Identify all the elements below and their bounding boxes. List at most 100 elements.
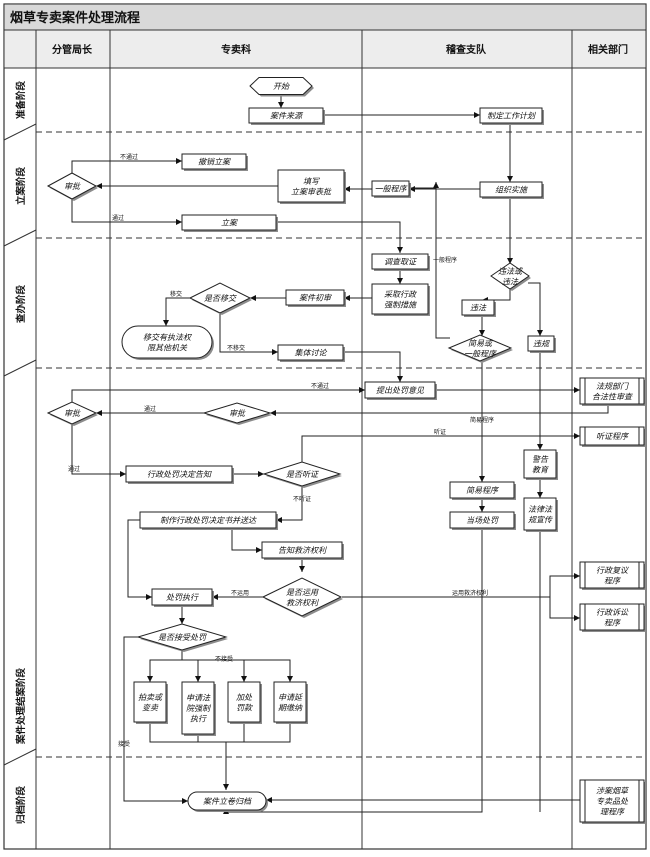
arrow-approve1-to-revoke [71,158,182,175]
node-opinion[interactable]: 提出处罚意见 [364,381,437,400]
node-label-case_source: 案件来源 [270,112,304,121]
node-archive[interactable]: 案件立卷归档 [187,791,268,812]
decision-approve3[interactable]: 审批 [46,401,98,426]
arrow-approve3-not-pass [71,387,365,402]
node-label-investigate: 调查取证 [384,258,418,267]
edge-label-general_proc_lbl: 一般程序 [433,256,457,264]
node-prelim_review[interactable]: 案件初审 [285,289,346,307]
node-label-org_impl: 组织实施 [495,186,529,195]
edge-label-not_transfer: 不移交 [227,344,245,352]
process-legal_review[interactable]: 法规部门合法性审查 [579,377,646,406]
arrow-approve1-to-file [71,199,182,225]
node-transfer_box[interactable]: 移交有执法权限其他机关 [121,325,214,360]
arrow-approve3-to-notice [71,424,126,477]
node-label-inform_rights: 告知救济权利 [278,546,327,555]
shapes: 开始案件来源制定工作计划组织实施一般程序填写立案审表批审批撤销立案立案调查取证违… [46,77,646,824]
arrow-accept-to-archive [123,636,188,804]
node-label-postpone: 申请延期缴纳 [278,693,304,713]
node-inform_rights[interactable]: 告知救济权利 [261,541,344,560]
node-investigate[interactable]: 调查取证 [371,253,430,271]
stage-investigate: 查办阶段 [15,285,27,325]
terminal-start[interactable]: 开始 [249,77,314,97]
arrow-decision-to-inform [231,530,262,553]
edge-label-use_remedy: 运用救济权利 [452,589,488,597]
decision-transfer_q[interactable]: 是否移交 [188,282,252,315]
decision-label-simple_or_general: 简易或一般程序 [464,339,498,359]
decision-remedy_q[interactable]: 是否运用救济权利 [261,577,343,618]
title-bar [3,3,647,31]
edge-label-hearing: 听证 [434,428,446,436]
decision-label-approve1: 审批 [64,182,81,191]
node-work_plan[interactable]: 制定工作计划 [479,107,544,125]
arrow-collective-to-opinion [343,351,403,382]
node-coercive[interactable]: 采取行政强制措施 [371,283,430,316]
edge-label-not_pass1: 不通过 [120,153,138,161]
col-header-related: 相关部门 [588,43,628,56]
process-label-litigation: 行政诉讼程序 [596,608,629,628]
decision-label-violation_q: 违法或违法 [498,267,523,287]
process-litigation[interactable]: 行政诉讼程序 [579,603,646,632]
node-execute[interactable]: 处罚执行 [151,588,214,607]
node-spot_penalty[interactable]: 当场处罚 [449,511,516,530]
node-label-file_case: 立案 [221,219,238,228]
arrow-to-litigation [549,597,580,621]
node-illegal[interactable]: 违法 [461,299,496,317]
stage-ticks [3,123,37,766]
node-label-law_promo: 法律法规宣传 [528,505,553,525]
node-court_enforce[interactable]: 申请法院强制执行 [181,681,216,736]
node-auction[interactable]: 拍卖或变卖 [133,681,168,724]
node-collective[interactable]: 集体讨论 [277,344,345,362]
edge-label-not_accept: 不接受 [215,655,233,663]
node-label-illegal: 违法 [470,304,487,313]
decision-label-accept_q: 是否接受处罚 [158,633,207,642]
decision-approve1[interactable]: 审批 [46,172,98,201]
node-extra_fine[interactable]: 加处罚款 [227,681,262,724]
node-postpone[interactable]: 申请延期缴纳 [273,681,308,724]
process-label-hearing_proc: 听证程序 [596,432,630,441]
arrow-file-to-investigate [276,221,403,253]
process-label-recon: 行政复议程序 [596,566,629,586]
node-file_case[interactable]: 立案 [181,214,278,232]
decision-hearing_q[interactable]: 是否听证 [262,461,342,488]
node-org_impl[interactable]: 组织实施 [479,181,544,199]
node-notice[interactable]: 行政处罚决定告知 [125,465,234,484]
process-hearing_proc[interactable]: 听证程序 [579,426,646,447]
node-label-simple_proc: 简易程序 [466,486,500,495]
node-case_source[interactable]: 案件来源 [248,107,325,125]
decision-accept_q[interactable]: 是否接受处罚 [136,623,228,652]
node-label-notice: 行政处罚决定告知 [147,470,212,479]
edge-label-transfer: 移交 [170,290,182,298]
process-label-tobacco_proc: 涉案烟草专卖品处理程序 [596,787,630,817]
lane-lines [35,30,573,849]
arrow-sog-to-general [409,187,450,339]
process-recon[interactable]: 行政复议程序 [579,561,646,590]
edge-label-no_hearing: 不听证 [293,495,311,503]
decision-label-remedy_q: 是否运用救济权利 [286,588,319,608]
stage-archive: 归档阶段 [15,786,27,825]
node-warn_edu[interactable]: 警告教育 [523,449,558,480]
decision-simple_or_general[interactable]: 简易或一般程序 [447,334,513,363]
decision-approve2[interactable]: 审批 [202,402,272,425]
stage-file: 立案阶段 [15,167,27,206]
node-simple_proc[interactable]: 简易程序 [449,481,516,500]
process-tobacco_proc[interactable]: 涉案烟草专卖品处理程序 [579,779,646,824]
node-make_decision[interactable]: 制作行政处罚决定书并送达 [139,511,278,530]
edge-label-not_use: 不运用 [231,589,249,597]
terminal-label-start: 开始 [273,82,290,91]
process-label-legal_review: 法规部门合法性审查 [592,382,633,402]
node-general_proc[interactable]: 一般程序 [371,180,411,198]
node-label-opinion: 提出处罚意见 [376,386,425,395]
node-label-extra_fine: 加处罚款 [236,693,253,713]
node-label-violation: 违规 [533,340,550,349]
node-law_promo[interactable]: 法律法规宣传 [523,497,558,532]
decision-violation_q[interactable]: 违法或违法 [490,262,531,291]
node-label-general_proc: 一般程序 [375,185,409,194]
node-revoke[interactable]: 撤销立案 [181,153,248,171]
edge-label-pass1: 通过 [112,214,124,222]
edge-label-pass2: 通过 [144,405,156,413]
node-violation[interactable]: 违规 [527,335,556,353]
arrow-transfer-q-to-collective [219,314,278,355]
node-fill_form[interactable]: 填写立案审表批 [277,169,346,204]
